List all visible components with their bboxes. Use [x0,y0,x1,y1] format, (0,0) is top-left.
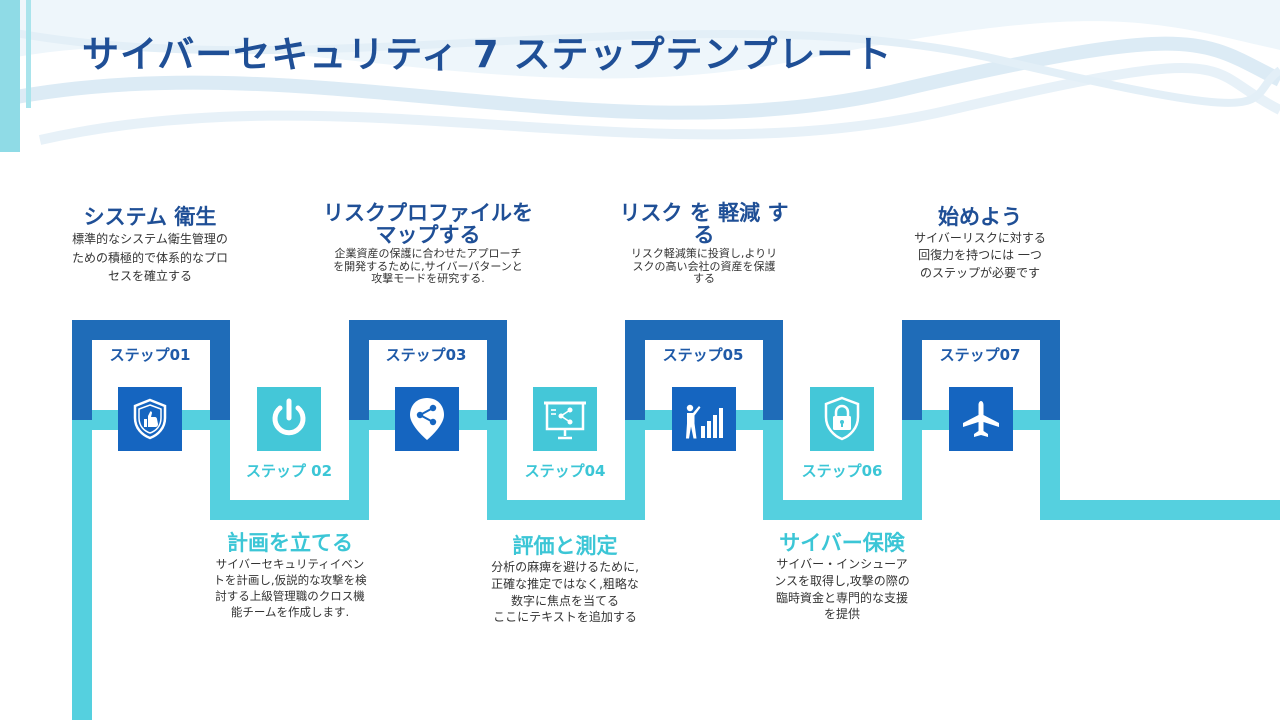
step-label-04: ステップ04 [524,462,606,480]
person-bar-chart-icon [672,387,736,451]
step01-desc-line: セスを確立する [107,269,192,284]
airplane-icon [949,387,1013,451]
step03-heading-line: マップする [375,223,481,248]
step05-heading-line: リスク を 軽減 す [619,201,789,225]
lock-shield-icon [810,387,874,451]
step05-desc-line: スクの高い会社の資産を保護 [632,259,776,273]
step07-desc-line: のステップが必要です [919,265,1040,280]
step-label-07: ステップ07 [939,346,1021,364]
step06-text-block: サイバー保険 サイバー・インシューア ンスを取得し,攻撃の際の 臨時資金と専門的… [742,532,942,623]
step06-heading: サイバー保険 [779,531,905,555]
step04-desc-line: 数字に焦点を当てる [510,593,619,608]
step02-heading: 計画を立てる [227,531,353,555]
staircase-dark-path [72,320,230,420]
shield-thumbs-up-icon [118,387,182,451]
power-icon [257,387,321,451]
step06-desc: サイバー・インシューア ンスを取得し,攻撃の際の 臨時資金と専門的な支援 を提供 [742,556,942,623]
step04-desc-line: 分析の麻痺を避けるために, [491,560,639,575]
step03-text-block: リスクプロファイルを マップする 企業資産の保護に合わせたアプローチ を開発する… [304,202,552,286]
step04-desc-line: 正確な推定ではなく,粗略な [491,576,639,591]
step07-desc-line: サイバーリスクに対する [914,231,1046,246]
step04-desc: 分析の麻痺を避けるために, 正確な推定ではなく,粗略な 数字に焦点を当てる ここ… [460,559,670,626]
step-label-06: ステップ06 [801,462,883,480]
step07-desc: サイバーリスクに対する 回復力を持つには 一つ のステップが必要です [880,230,1080,282]
step-label-02: ステップ 02 [245,462,333,480]
step04-heading: 評価と測定 [512,534,618,558]
page-title: サイバーセキュリティ 7 ステップテンプレート [82,33,893,76]
step03-desc: 企業資産の保護に合わせたアプローチ を開発するために,サイバーパターンと 攻撃モ… [304,247,552,286]
step02-desc-line: 討する上級管理職のクロス機 [215,589,365,604]
step03-heading: リスクプロファイルを マップする [304,202,552,246]
step03-desc-line: 攻撃モードを研究する. [371,272,485,286]
staircase-dark-path [349,320,507,420]
presentation-share-icon [533,387,597,451]
step03-desc-line: 企業資産の保護に合わせたアプローチ [334,247,522,261]
step06-desc-line: サイバー・インシューア [776,557,908,572]
step02-desc-line: サイバーセキュリティイベン [215,557,365,572]
step03-heading-line: リスクプロファイルを [323,201,533,225]
step02-desc-line: 能チームを作成します. [230,605,350,620]
background-waves [0,0,1280,145]
step-label-01: ステップ01 [109,346,191,364]
share-pin-icon [395,387,459,451]
step04-desc-line: ここにテキストを追加する [493,610,637,625]
step05-desc-line: リスク軽減策に投資し,よりリ [630,247,778,261]
step05-heading: リスク を 軽減 す る [604,202,804,246]
step02-text-block: 計画を立てる サイバーセキュリティイベン トを計画し,仮説的な攻撃を検 討する上… [190,532,390,620]
step06-desc-line: 臨時資金と専門的な支援 [775,590,908,605]
step-label-05: ステップ05 [662,346,744,364]
step01-heading: システム 衛生 [83,205,217,229]
step06-desc-line: ンスを取得し,攻撃の際の [774,573,910,588]
left-accent-thin-bar [26,0,31,108]
step03-desc-line: を開発するために,サイバーパターンと [333,259,523,273]
step01-text-block: システム 衛生 標準的なシステム衛生管理の ための積極的で体系的なプロ セスを確… [46,206,254,286]
step02-desc: サイバーセキュリティイベン トを計画し,仮説的な攻撃を検 討する上級管理職のクロ… [190,556,390,620]
step01-desc-line: ための積極的で体系的なプロ [71,250,228,265]
left-accent-bar [0,0,20,152]
step07-heading: 始めよう [938,205,1022,229]
step07-text-block: 始めよう サイバーリスクに対する 回復力を持つには 一つ のステップが必要です [880,206,1080,282]
step05-heading-line: る [693,223,715,248]
step05-desc-line: する [693,272,715,286]
step05-desc: リスク軽減策に投資し,よりリ スクの高い会社の資産を保護 する [604,247,804,286]
staircase-dark-path [625,320,783,420]
step-label-03: ステップ03 [385,346,467,364]
step05-text-block: リスク を 軽減 す る リスク軽減策に投資し,よりリ スクの高い会社の資産を保… [604,202,804,286]
staircase-dark-path [902,320,1060,420]
step01-desc: 標準的なシステム衛生管理の ための積極的で体系的なプロ セスを確立する [46,230,254,286]
step06-desc-line: を提供 [823,607,860,622]
step01-desc-line: 標準的なシステム衛生管理の [72,232,228,247]
step07-desc-line: 回復力を持つには 一つ [918,248,1042,263]
step02-desc-line: トを計画し,仮説的な攻撃を検 [213,573,367,588]
step04-text-block: 評価と測定 分析の麻痺を避けるために, 正確な推定ではなく,粗略な 数字に焦点を… [460,535,670,626]
